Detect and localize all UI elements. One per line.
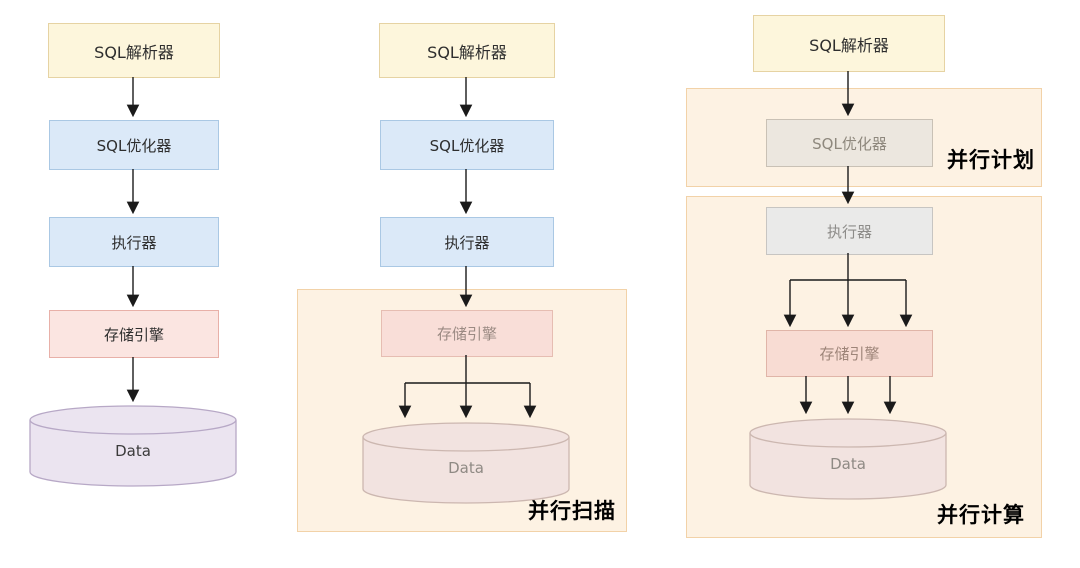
sql-optimizer-box: SQL优化器 [49, 120, 219, 170]
storage-engine-box: 存储引擎 [49, 310, 219, 358]
sql-parser-box: SQL解析器 [379, 23, 555, 78]
sql-parser-box: SQL解析器 [48, 23, 220, 78]
data-cylinder: Data [748, 417, 948, 503]
storage-engine-box: 存储引擎 [766, 330, 933, 377]
sql-optimizer-box: SQL优化器 [380, 120, 554, 170]
cylinder-shape [29, 405, 237, 487]
data-label: Data [448, 459, 484, 477]
storage-engine-box: 存储引擎 [381, 310, 553, 357]
cylinder-shape [362, 422, 570, 504]
executor-box: 执行器 [766, 207, 933, 255]
data-label: Data [115, 442, 151, 460]
parallel-scan-label: 并行扫描 [528, 499, 616, 523]
sql-optimizer-box: SQL优化器 [766, 119, 933, 167]
parallel-plan-label: 并行计划 [947, 148, 1035, 172]
executor-box: 执行器 [380, 217, 554, 267]
cylinder-shape [749, 418, 947, 500]
sql-parser-box: SQL解析器 [753, 15, 945, 72]
executor-box: 执行器 [49, 217, 219, 267]
parallel-compute-label: 并行计算 [937, 503, 1025, 527]
data-cylinder: Data [28, 404, 238, 490]
data-cylinder: Data [361, 421, 571, 507]
data-label: Data [830, 455, 866, 473]
